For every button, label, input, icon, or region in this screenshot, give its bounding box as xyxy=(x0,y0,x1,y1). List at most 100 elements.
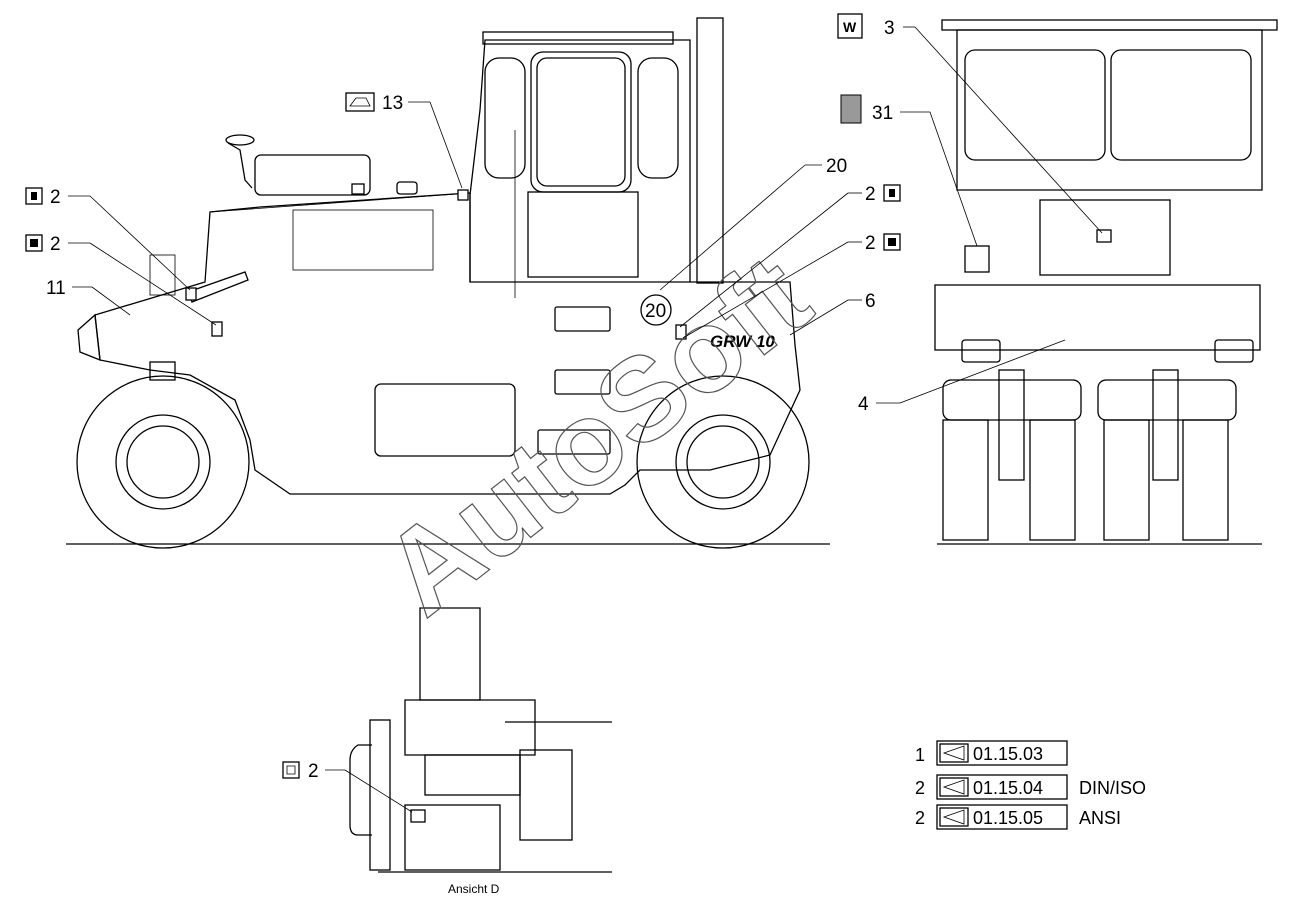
front-light-left xyxy=(961,339,1001,363)
front-tire-2 xyxy=(1029,419,1076,541)
label-2a-marker xyxy=(185,287,197,301)
exhaust-tip xyxy=(225,134,255,146)
front-cab xyxy=(956,29,1263,191)
key-sign-icon-glyph xyxy=(31,192,37,200)
label-31-marker xyxy=(964,245,990,273)
front-tires-right-top xyxy=(1097,379,1237,421)
leader-lines xyxy=(68,26,1103,813)
seat-suspension xyxy=(424,754,521,796)
front-tire-3 xyxy=(1103,419,1150,541)
callout-4: 4 xyxy=(858,394,869,415)
callout-20-top: 20 xyxy=(826,156,847,177)
service-panel xyxy=(374,383,516,457)
callout-13: 13 xyxy=(382,93,403,114)
reference-qty: 2 xyxy=(915,808,925,828)
machine-label: GRW 10 xyxy=(710,332,775,351)
reference-table: 1 01.15.03 2 01.15.04 DIN/ISO 2 01.15.05… xyxy=(915,740,1146,830)
callout-11: 11 xyxy=(46,278,66,299)
label-3-marker xyxy=(1096,229,1112,243)
cab-rear-window xyxy=(484,57,526,179)
front-axle-mount xyxy=(149,361,176,381)
callout-3: 3 xyxy=(884,18,895,39)
arrow-left-icon-box xyxy=(939,777,969,797)
engine-sign-icon xyxy=(345,92,375,112)
cab-door-window xyxy=(530,51,632,193)
front-strut-right xyxy=(1152,369,1179,481)
reference-row-1: 1 01.15.03 xyxy=(915,740,1068,766)
side-body xyxy=(94,192,801,495)
front-strut-left xyxy=(998,369,1025,481)
seat-side-frame xyxy=(369,719,391,871)
reference-row-2: 2 01.15.04 DIN/ISO xyxy=(915,774,1146,800)
reference-qty: 2 xyxy=(915,778,925,798)
front-view xyxy=(934,19,1278,545)
cab-roof xyxy=(482,31,674,45)
reference-standard: ANSI xyxy=(1079,808,1121,828)
reference-code: 01.15.03 xyxy=(973,744,1043,764)
hand-sign-icon-glyph xyxy=(30,239,38,247)
seat-base xyxy=(404,804,501,871)
callout-numbers: 2 2 11 13 20 20 2 2 6 3 31 4 2 xyxy=(46,18,895,782)
front-post xyxy=(149,254,176,296)
arrow-left-icon-box xyxy=(939,807,969,827)
reference-standard: DIN/ISO xyxy=(1079,778,1146,798)
callout-31: 31 xyxy=(872,103,893,124)
cab-frame xyxy=(469,39,691,282)
exhaust-stack xyxy=(696,17,724,284)
rear-hub-inner xyxy=(686,425,760,499)
label-seat-2-marker xyxy=(410,809,426,823)
reference-code: 01.15.05 xyxy=(973,808,1043,828)
w-sign-icon-text: W xyxy=(843,19,857,35)
side-grill-2 xyxy=(554,369,611,395)
callout-2-hand-right: 2 xyxy=(865,233,876,254)
seat-sign-icon xyxy=(282,761,300,779)
label-13-marker xyxy=(457,189,469,201)
w-sign-icon xyxy=(837,13,863,39)
rear-wheel xyxy=(636,375,810,549)
key-sign-icon-glyph xyxy=(889,189,895,197)
arrow-left-icon xyxy=(942,809,965,825)
front-cab-roof xyxy=(941,19,1278,31)
callout-2-seat: 2 xyxy=(308,761,319,782)
warning-sign-icon xyxy=(840,94,862,124)
hand-sign-icon-glyph xyxy=(888,238,896,246)
side-view: GRW 10 xyxy=(66,17,830,549)
front-tires-left-top xyxy=(942,379,1082,421)
front-tire-1 xyxy=(942,419,989,541)
callout-2-key-right: 2 xyxy=(865,184,876,205)
engine-sign-icon-glyph xyxy=(349,97,371,107)
label-2cd-marker xyxy=(675,324,687,340)
callout-2-key-left: 2 xyxy=(50,187,61,208)
front-window-right xyxy=(1110,49,1252,161)
label-2b-marker xyxy=(211,321,223,337)
reference-row-3: 2 01.15.05 ANSI xyxy=(915,804,1121,830)
front-window-left xyxy=(964,49,1106,161)
seat-cushion xyxy=(404,699,536,756)
callout-2-hand-left: 2 xyxy=(50,234,61,255)
seat-view: Ansicht D xyxy=(349,607,612,896)
seat-console xyxy=(519,749,573,841)
hood-panel xyxy=(292,209,434,271)
reference-qty: 1 xyxy=(915,745,925,765)
callout-20-circle-ring xyxy=(640,294,672,326)
callout-20-circle: 20 xyxy=(645,301,666,322)
front-bumper xyxy=(77,313,101,362)
arrow-left-icon-box xyxy=(939,743,969,763)
cab-door-lower xyxy=(527,191,639,278)
front-hub-outer xyxy=(115,414,211,510)
cab-front-window xyxy=(637,57,679,179)
side-grill-3 xyxy=(537,429,611,455)
filler-cap xyxy=(351,183,365,195)
reference-code: 01.15.04 xyxy=(973,778,1043,798)
front-tire-4 xyxy=(1182,419,1229,541)
fuel-cap xyxy=(396,181,418,195)
front-wheel xyxy=(76,375,250,549)
side-grill-1 xyxy=(554,306,611,332)
seat-sign-icon-glyph xyxy=(286,765,296,775)
front-light-right xyxy=(1214,339,1254,363)
exhaust-pipe xyxy=(227,142,253,189)
view-label: Ansicht D xyxy=(448,882,500,896)
front-grille xyxy=(1039,199,1171,276)
seat-handle xyxy=(349,744,372,836)
